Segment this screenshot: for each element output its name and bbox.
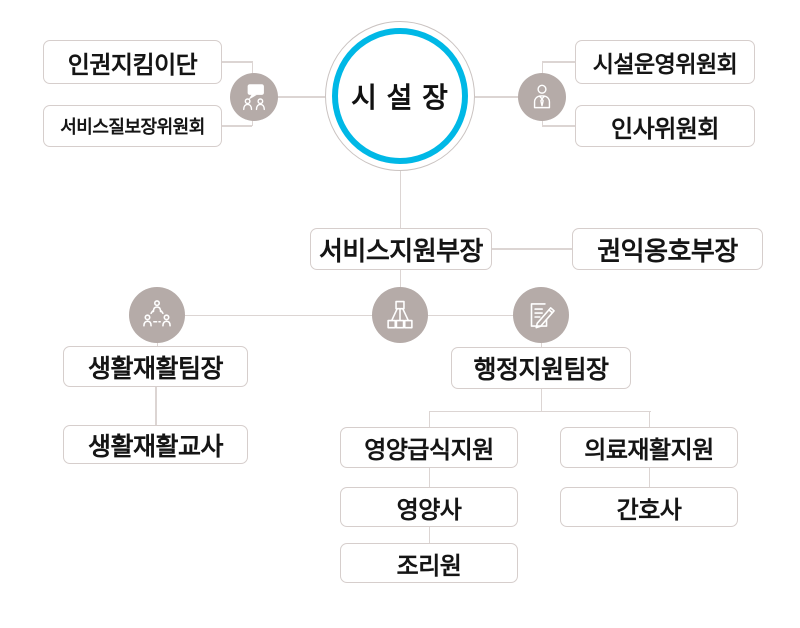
node-life-rehab-teacher: 생활재활교사 — [63, 425, 248, 464]
connector — [492, 248, 572, 250]
node-facility-operation-committee: 시설운영위원회 — [575, 40, 755, 84]
connector — [155, 387, 157, 425]
admin-icon-circle — [513, 287, 569, 343]
connector — [460, 96, 542, 98]
node-advocacy-manager: 권익옹호부장 — [572, 228, 763, 270]
connector — [648, 411, 650, 427]
connector — [252, 96, 340, 98]
communication-icon-circle — [230, 73, 278, 121]
speech-bubble-people-icon — [243, 84, 265, 111]
node-life-rehab-team-leader: 생활재활팀장 — [63, 346, 248, 387]
node-nurse: 간호사 — [560, 487, 738, 527]
connector — [542, 61, 575, 63]
connector — [220, 125, 252, 127]
connector — [222, 61, 252, 63]
node-nutrition-meal-support: 영양급식지원 — [340, 427, 518, 468]
node-nutritionist: 영양사 — [340, 487, 518, 527]
connector — [428, 527, 430, 543]
node-human-rights-team: 인권지킴이단 — [43, 40, 222, 84]
node-service-support-manager: 서비스지원부장 — [310, 228, 492, 270]
connector — [540, 389, 542, 411]
node-service-quality-committee: 서비스질보장위원회 — [43, 105, 222, 147]
manager-icon-circle — [518, 73, 566, 121]
node-medical-rehab-support: 의료재활지원 — [560, 427, 738, 468]
team-icon-circle — [129, 287, 185, 343]
connector — [428, 410, 651, 412]
connector — [157, 314, 541, 316]
org-structure-icon — [387, 300, 413, 329]
connector — [542, 125, 575, 127]
director-node-ring: 시 설 장 — [325, 21, 475, 171]
connector — [399, 170, 401, 228]
node-director: 시 설 장 — [332, 28, 468, 164]
document-pencil-icon — [530, 303, 555, 329]
people-network-icon — [143, 300, 171, 327]
connector — [648, 468, 650, 487]
node-admin-support-team-leader: 행정지원팀장 — [451, 347, 631, 389]
organization-icon-circle — [372, 287, 428, 343]
connector — [428, 411, 430, 427]
person-tie-icon — [533, 84, 551, 109]
node-director-label: 시 설 장 — [351, 82, 449, 113]
connector — [428, 468, 430, 487]
node-cook: 조리원 — [340, 543, 518, 583]
node-hr-committee: 인사위원회 — [575, 105, 755, 147]
